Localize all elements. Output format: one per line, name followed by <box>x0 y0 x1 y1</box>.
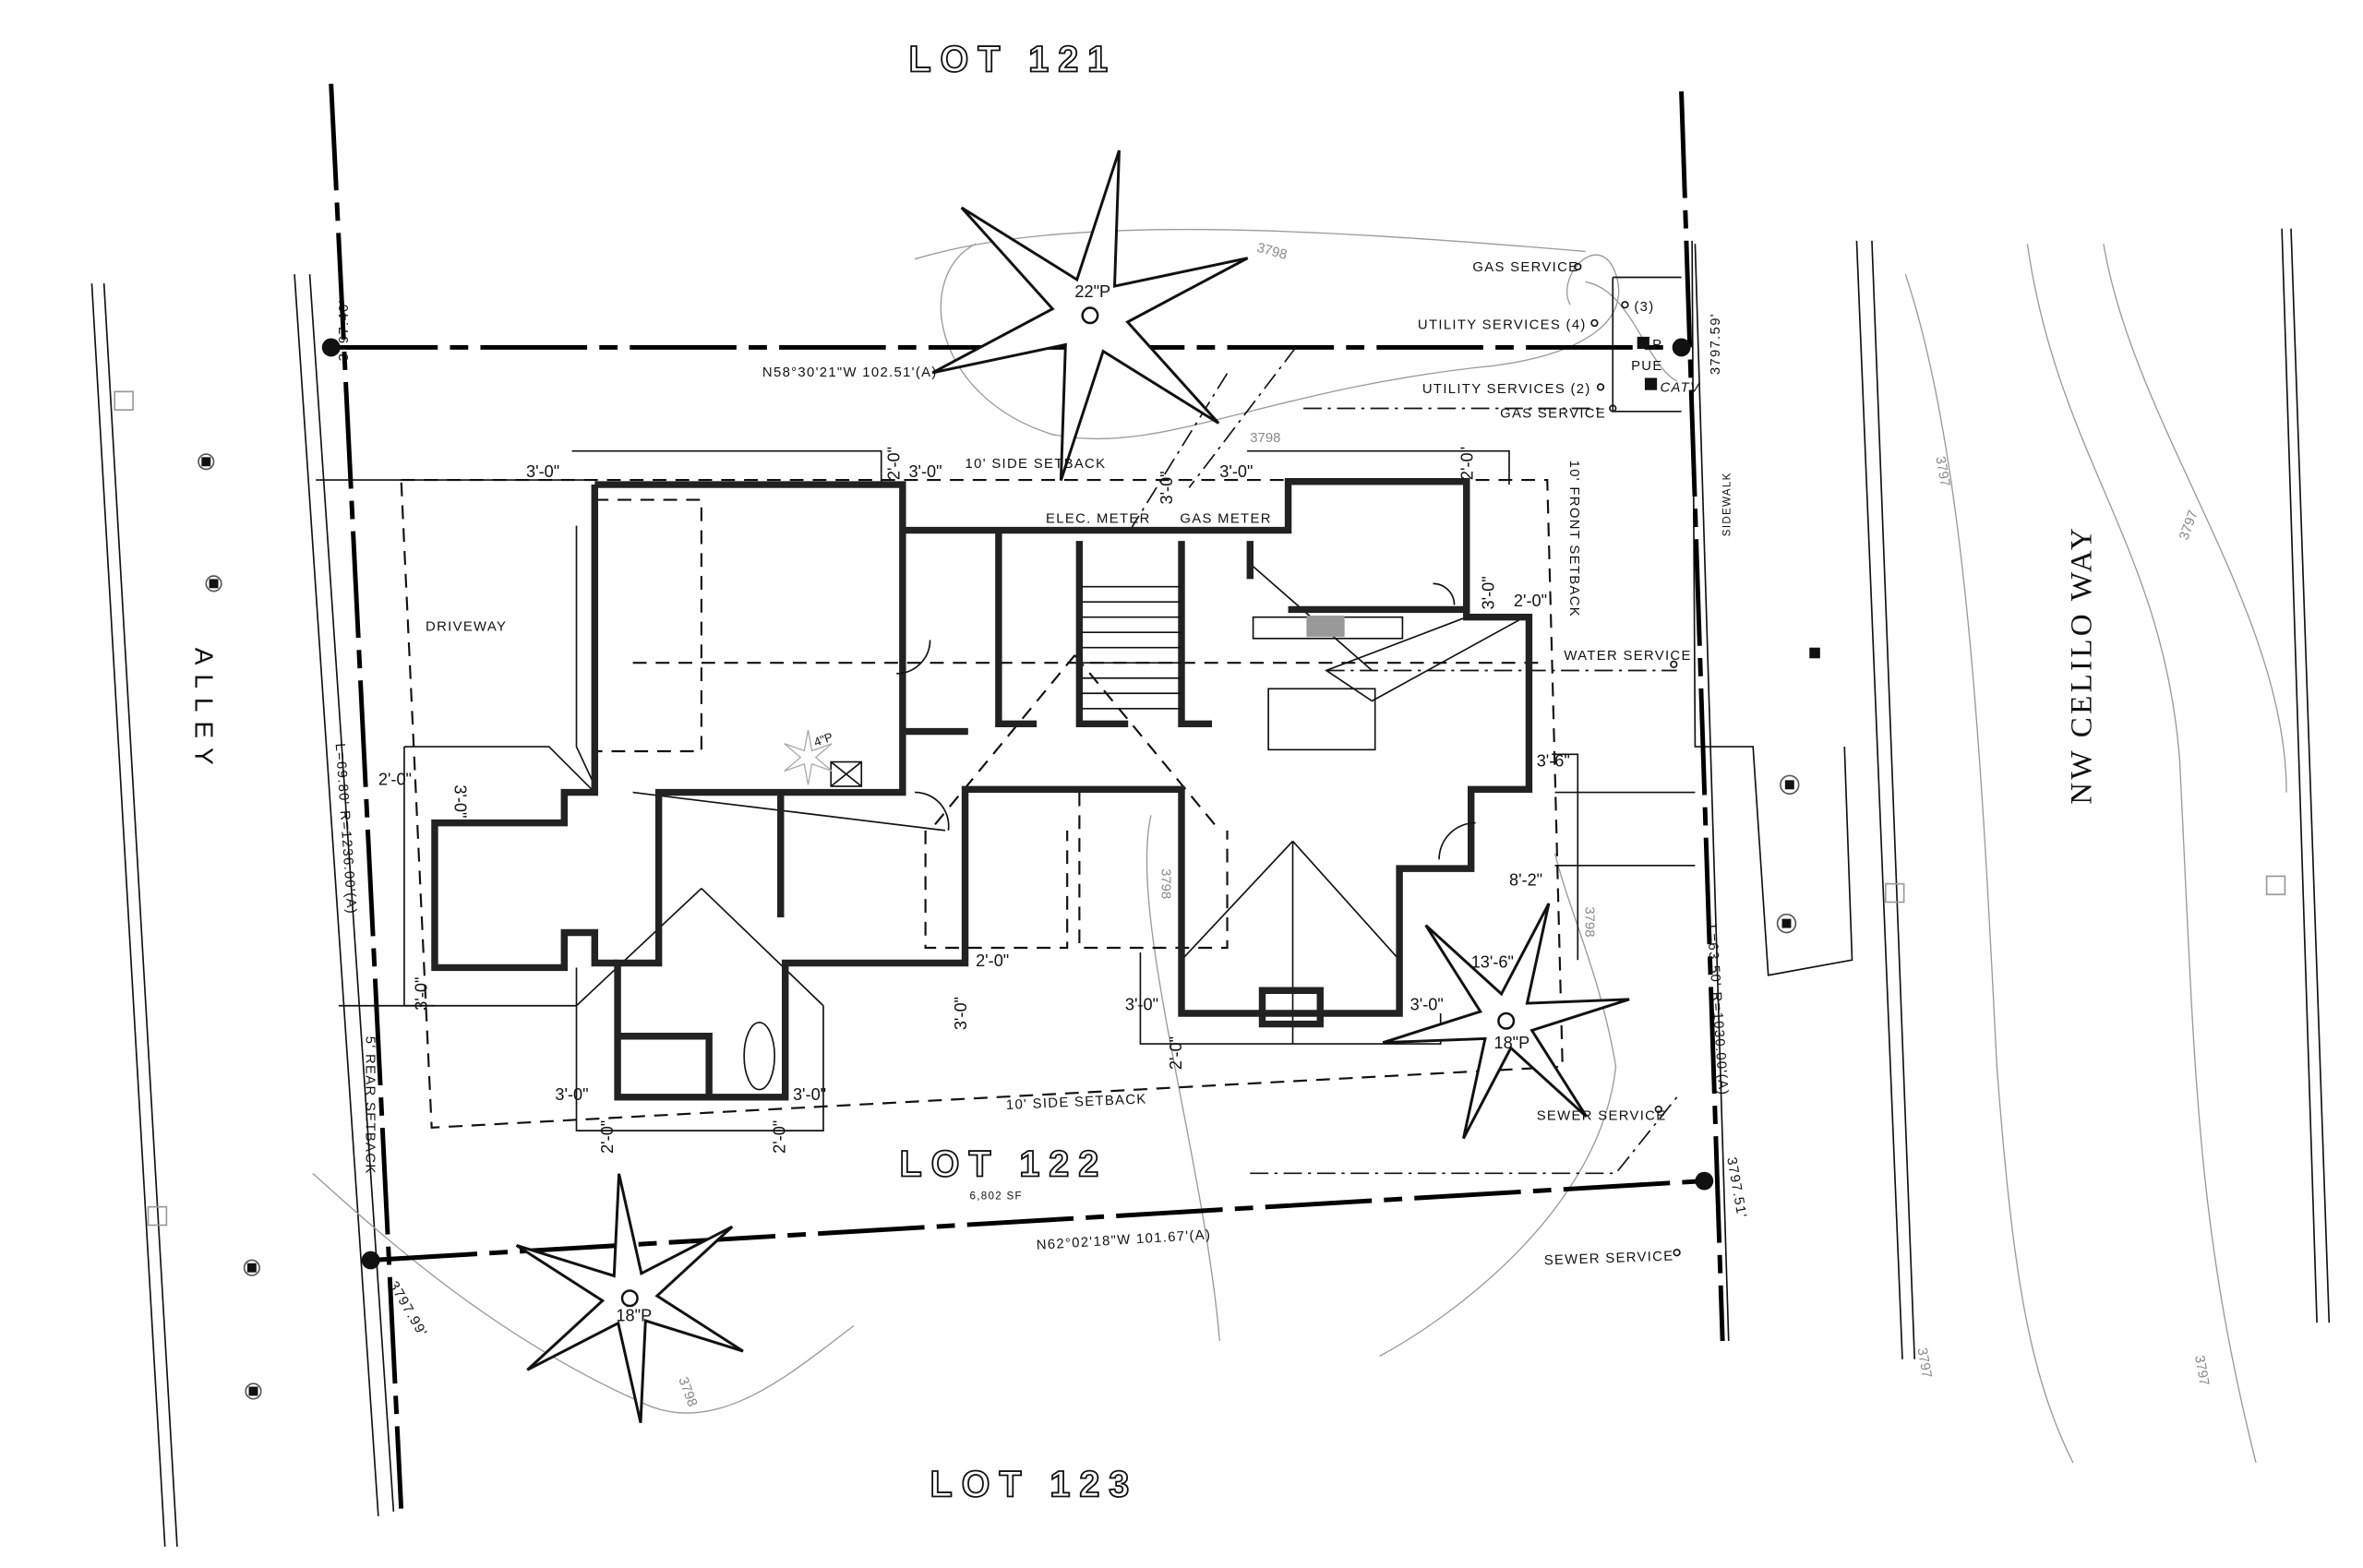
gas-meter-label: GAS METER <box>1180 511 1271 526</box>
property-corner-markers <box>321 338 1714 1270</box>
svg-text:3'-0": 3'-0" <box>952 997 970 1030</box>
svg-text:2'-0": 2'-0" <box>1167 1036 1185 1070</box>
svg-text:3798: 3798 <box>1250 431 1280 446</box>
lot-122-label: LOT 122 <box>900 1144 1109 1185</box>
sewer-service-label: SEWER SERVICE <box>1537 1109 1667 1124</box>
lot-area: 6,802 SF <box>969 1191 1022 1202</box>
elevation-nw: 3797.40' <box>337 299 352 361</box>
tree-north-icon <box>931 150 1249 482</box>
tree-label-south: 18"P <box>616 1307 652 1325</box>
property-lines <box>329 83 1725 1509</box>
utility-services-2-label: UTILITY SERVICES (2) <box>1422 382 1591 397</box>
driveway-label: DRIVEWAY <box>426 620 507 635</box>
svg-text:3'-0": 3'-0" <box>908 462 942 481</box>
tree-south-icon <box>515 1173 744 1423</box>
alley-label: ALLEY <box>190 648 219 774</box>
gas-service-label: GAS SERVICE <box>1472 260 1578 275</box>
south-line-bearing: N62°02'18"W 101.67'(A) <box>1036 1227 1211 1253</box>
svg-text:3'-0": 3'-0" <box>526 462 559 481</box>
svg-text:3798: 3798 <box>1255 241 1289 263</box>
elec-meter-label: ELEC. METER <box>1046 511 1151 526</box>
svg-text:3'-6": 3'-6" <box>1537 752 1570 771</box>
side-setback-north: 10' SIDE SETBACK <box>966 457 1107 472</box>
svg-text:2'-0": 2'-0" <box>1457 447 1476 480</box>
north-line-bearing: N58°30'21"W 102.51'(A) <box>762 365 938 380</box>
svg-text:2'-0": 2'-0" <box>885 447 904 480</box>
dimensions: 3'-0" 3'-0" 2'-0" 3'-0" 2'-0" 3'-0" 2'-0… <box>378 447 1570 1154</box>
east-curve-data: L=63.50' R=1030.00'(A) <box>1704 924 1731 1096</box>
contour-labels: 3798 3798 3797 3797 3797 3797 3798 3798 … <box>675 241 2211 1409</box>
setback-lines <box>316 346 1696 1175</box>
tree-label-north: 22"P <box>1074 282 1110 301</box>
street-label: NW CELILO WAY <box>2066 525 2099 805</box>
utility-labels: GAS SERVICE UTILITY SERVICES (4) UTILITY… <box>1418 260 1701 1269</box>
pue-label: PUE <box>1631 359 1663 374</box>
svg-text:2'-0": 2'-0" <box>1514 592 1547 610</box>
sewer-service-2-label: SEWER SERVICE <box>1544 1250 1674 1269</box>
svg-text:3'-0": 3'-0" <box>1158 471 1176 504</box>
utility-services-4-label: UTILITY SERVICES (4) <box>1418 318 1587 333</box>
rear-setback: 5' REAR SETBACK <box>363 1036 378 1175</box>
tree-labels: 22"P 18"P 18"P 4"P <box>616 282 1529 1325</box>
p-label: P <box>1652 338 1662 353</box>
side-setback-south: 10' SIDE SETBACK <box>1006 1092 1147 1113</box>
elevation-ne: 3797.59' <box>1709 313 1723 375</box>
tree-east-trunk <box>1497 1011 1516 1030</box>
svg-text:3798: 3798 <box>1582 906 1597 937</box>
utility-count-3: (3) <box>1634 300 1654 315</box>
svg-text:3'-0": 3'-0" <box>450 784 469 818</box>
svg-text:3'-0": 3'-0" <box>413 977 431 1011</box>
svg-text:3797: 3797 <box>2191 1354 2211 1386</box>
svg-text:3'-0": 3'-0" <box>793 1085 826 1104</box>
utility-markers <box>114 390 2286 1400</box>
svg-text:3'-0": 3'-0" <box>1125 996 1158 1014</box>
gas-service-2-label: GAS SERVICE <box>1500 406 1606 421</box>
svg-text:2'-0": 2'-0" <box>976 952 1009 970</box>
tree-label-small: 4"P <box>812 730 835 749</box>
svg-text:8'-2": 8'-2" <box>1509 870 1542 889</box>
svg-text:2'-0": 2'-0" <box>598 1120 617 1154</box>
elevation-se: 3797.51' <box>1723 1156 1748 1220</box>
tree-label-east: 18"P <box>1493 1034 1529 1052</box>
trees <box>515 150 1630 1423</box>
house-walls <box>431 478 1533 1101</box>
lot-123-label: LOT 123 <box>930 1464 1139 1504</box>
svg-text:3'-0": 3'-0" <box>1479 576 1497 609</box>
svg-text:13'-6": 13'-6" <box>1471 952 1514 971</box>
tree-east-icon <box>1382 903 1630 1140</box>
svg-text:3'-0": 3'-0" <box>1410 996 1444 1014</box>
lot-121-label: LOT 121 <box>908 40 1117 80</box>
svg-text:3'-0": 3'-0" <box>555 1085 588 1104</box>
catv-label: CATV <box>1660 380 1701 395</box>
svg-text:3798: 3798 <box>675 1375 699 1409</box>
svg-text:3798: 3798 <box>1158 868 1173 899</box>
sidewalk-label: SIDEWALK <box>1721 472 1733 536</box>
svg-text:3797: 3797 <box>2177 509 2201 543</box>
svg-text:2'-0": 2'-0" <box>378 770 412 788</box>
tree-north-trunk <box>1081 306 1099 325</box>
contour-lines <box>312 228 2287 1464</box>
svg-text:3'-0": 3'-0" <box>1219 462 1253 481</box>
tree-small-icon <box>784 729 833 785</box>
svg-text:3797: 3797 <box>1932 455 1951 487</box>
tree-south-trunk <box>620 1289 639 1308</box>
water-service-label: WATER SERVICE <box>1564 649 1691 664</box>
svg-text:3797: 3797 <box>1914 1347 1934 1379</box>
street-lines <box>1691 228 2331 1359</box>
front-setback: 10' FRONT SETBACK <box>1566 461 1581 617</box>
svg-text:2'-0": 2'-0" <box>771 1120 789 1154</box>
